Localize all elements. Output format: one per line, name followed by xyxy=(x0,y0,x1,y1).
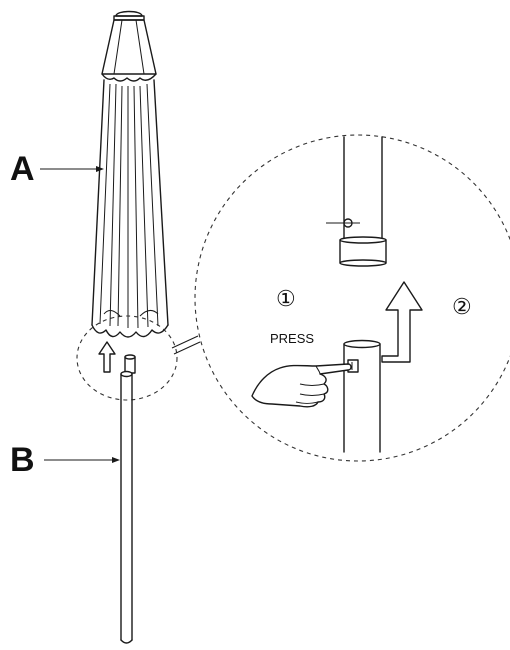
umbrella-canopy xyxy=(91,10,169,338)
step-2-marker: ② xyxy=(452,295,472,320)
label-b-leader xyxy=(44,457,120,463)
canopy-body xyxy=(91,79,169,338)
pole-top-small xyxy=(124,354,136,374)
magnify-connector xyxy=(171,335,201,355)
part-a-label: A xyxy=(10,150,35,188)
canopy-finial xyxy=(113,10,145,21)
pole-b xyxy=(120,370,133,644)
part-b-label: B xyxy=(10,441,35,479)
insert-arrow-large xyxy=(381,281,423,363)
lower-pole-detail xyxy=(343,339,381,453)
insert-arrow-small xyxy=(98,341,116,373)
upper-tube xyxy=(326,136,387,267)
step-1-marker: ① xyxy=(276,287,296,312)
press-label: PRESS xyxy=(270,331,314,346)
detail-circle-small xyxy=(76,315,178,401)
hand-icon xyxy=(251,363,352,408)
canopy-vent xyxy=(101,19,157,82)
label-a-leader xyxy=(40,166,104,172)
